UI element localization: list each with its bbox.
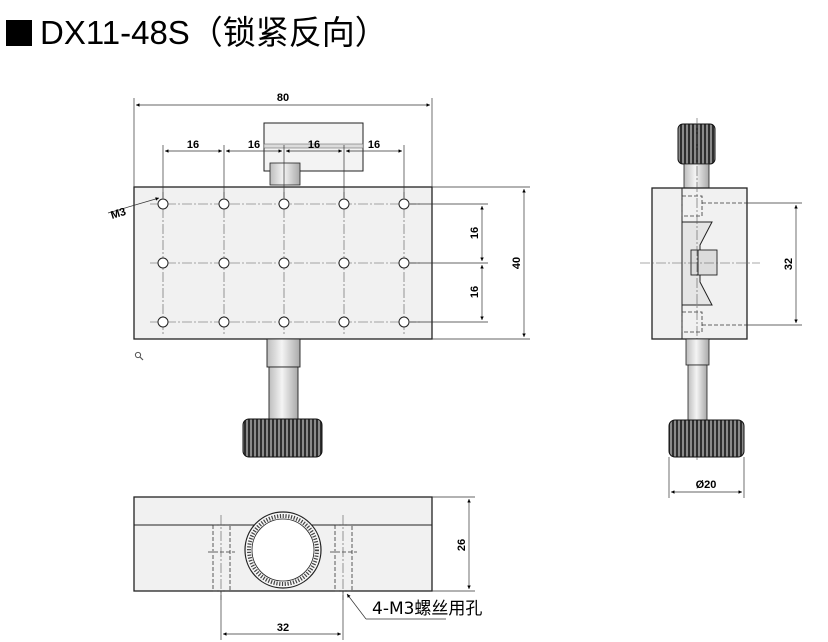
hole (278, 198, 290, 210)
dimension-side-height: 32 (747, 202, 802, 326)
hole (157, 257, 169, 269)
dim-26: 26 (456, 539, 468, 551)
hole-note-callout: 4-M3螺丝用孔 (346, 593, 482, 620)
dim-16: 16 (469, 286, 481, 298)
hidden-hole (681, 195, 703, 217)
hole-note-text: 4-M3螺丝用孔 (372, 599, 482, 619)
lock-mechanism (690, 249, 718, 276)
side-view: 32 Ø20 (640, 118, 802, 498)
side-top-knob (677, 123, 716, 165)
knurled-knob (242, 418, 323, 458)
hole (157, 316, 169, 328)
dimension-knob-diameter: Ø20 (668, 457, 745, 498)
dimension-hole-spacing: 32 (220, 591, 344, 640)
dim-40: 40 (511, 257, 523, 269)
hole (218, 316, 230, 328)
dim-dia-20: Ø20 (696, 479, 717, 491)
dim-16: 16 (368, 139, 380, 151)
side-bottom-shaft (687, 364, 708, 421)
side-bottom-collar (685, 338, 710, 366)
dim-16: 16 (308, 139, 320, 151)
hole (338, 198, 350, 210)
side-top-shaft (683, 163, 710, 189)
drive-shaft (268, 366, 299, 420)
hole (398, 316, 410, 328)
hole (278, 257, 290, 269)
hole (157, 198, 169, 210)
mounting-hole-grid (150, 192, 420, 335)
side-bottom-knob (668, 419, 745, 458)
drawing-title: DX11-48S（锁紧反向） (6, 6, 388, 54)
hole (218, 257, 230, 269)
dim-16: 16 (187, 139, 199, 151)
title-text: DX11-48S（锁紧反向） (40, 14, 388, 51)
hole (338, 316, 350, 328)
dimension-front-height: 26 (432, 496, 475, 592)
hidden-hole (212, 524, 231, 592)
dimension-hole-pitch-x: 16 16 16 16 (162, 139, 405, 198)
hole (278, 316, 290, 328)
shaft-collar (266, 338, 301, 368)
front-knob-knurl (247, 514, 319, 586)
dimension-overall-height: 40 (432, 186, 530, 340)
hidden-hole (334, 524, 353, 592)
magnifier-icon[interactable] (134, 351, 144, 361)
hole (338, 257, 350, 269)
hidden-hole (681, 311, 703, 333)
thread-callout: M3 (107, 197, 160, 222)
dim-80: 80 (277, 92, 289, 104)
hole (218, 198, 230, 210)
front-view: 26 32 4-M3螺丝用孔 (133, 496, 482, 640)
clamp-slot (263, 143, 364, 149)
thread-label: M3 (109, 206, 127, 222)
dim-16: 16 (248, 139, 260, 151)
dimension-overall-width: 80 (133, 92, 433, 187)
top-view: 80 16 16 16 16 16 16 (107, 92, 530, 458)
dimension-hole-pitch-y: 16 16 (410, 203, 488, 323)
dim-32: 32 (783, 258, 795, 270)
dim-32: 32 (277, 622, 289, 634)
dim-16: 16 (469, 227, 481, 239)
clamp-stem (269, 162, 301, 186)
hole (398, 257, 410, 269)
square-bullet-icon (6, 20, 32, 46)
hole (398, 198, 410, 210)
